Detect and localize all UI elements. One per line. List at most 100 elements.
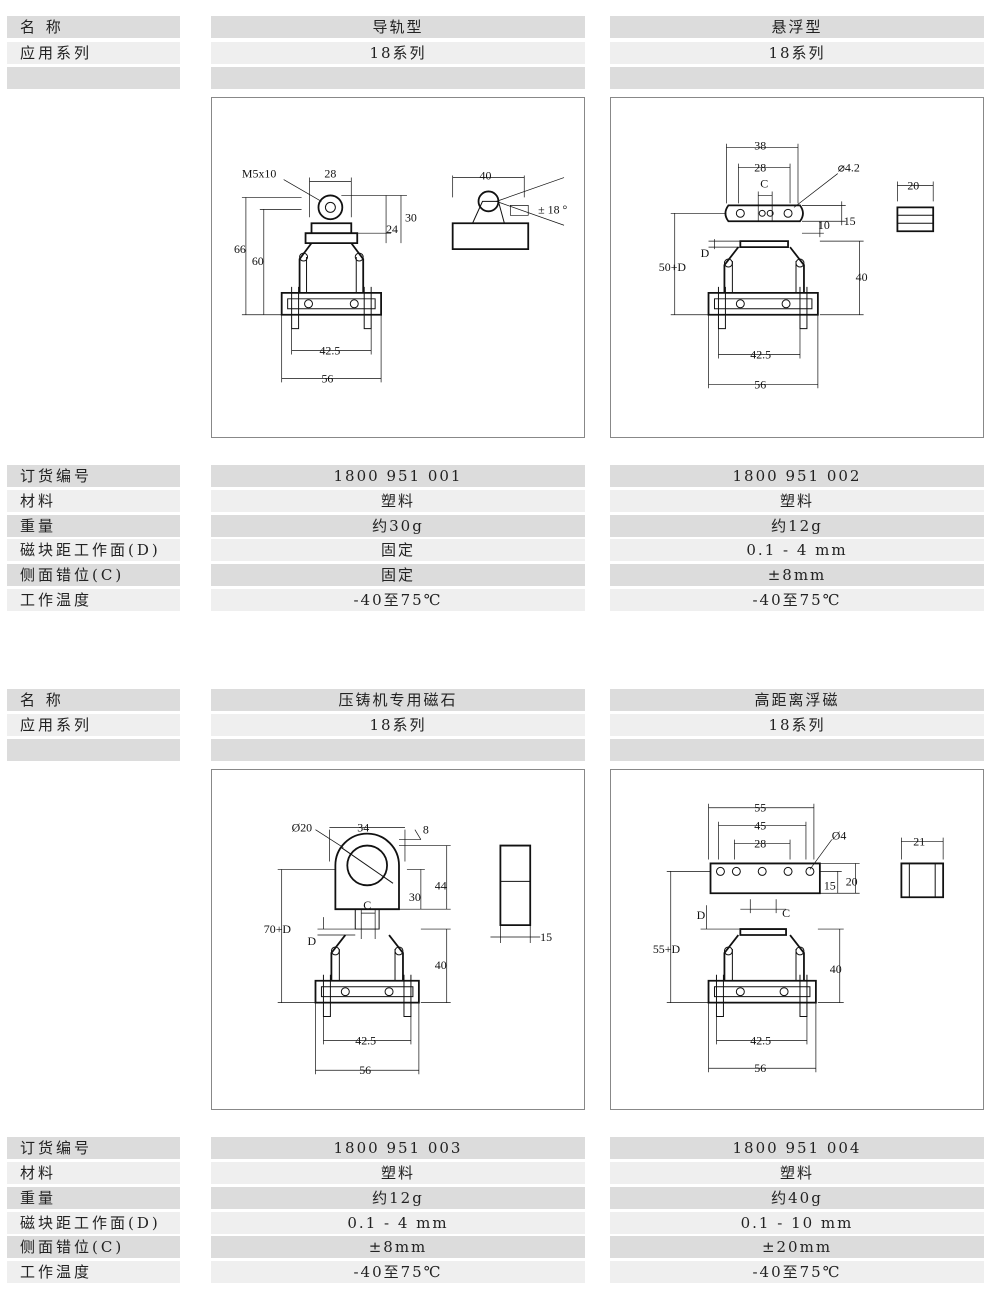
lateral-offset: ±20mm [610, 1236, 984, 1258]
product-name: 压铸机专用磁石 [211, 689, 585, 711]
dim-text: 55+D [653, 942, 681, 956]
dim-text: C [782, 906, 790, 920]
dim-text: 45 [754, 819, 766, 833]
dim-text: 56 [754, 1061, 766, 1075]
dim-text: 66 [234, 242, 246, 256]
dim-text: 28 [324, 167, 336, 181]
technical-drawing-die-casting: 34 Ø20 8 44 30 C D 70+D 40 42.5 56 1 [211, 769, 585, 1110]
distance: 0.1 - 4 mm [610, 539, 984, 561]
dim-text: Ø20 [292, 821, 313, 835]
product-name: 高距离浮磁 [610, 689, 984, 711]
dim-text: D [308, 934, 317, 948]
dim-text: 42.5 [319, 343, 340, 357]
dim-text: 40 [856, 270, 868, 284]
dim-text: 42.5 [750, 1033, 771, 1047]
dim-text: 10 [818, 218, 830, 232]
lateral-offset: 固定 [211, 564, 585, 586]
product-name: 导轨型 [211, 16, 585, 38]
lateral-offset: ±8mm [610, 564, 984, 586]
blank-row [610, 739, 984, 761]
dim-text: 70+D [264, 922, 292, 936]
material: 塑料 [211, 490, 585, 512]
label-distance: 磁块距工作面(D) [7, 539, 180, 561]
label-name: 名 称 [7, 689, 180, 711]
dim-text: 28 [754, 161, 766, 175]
label-series: 应用系列 [7, 714, 180, 736]
product-series: 18系列 [610, 714, 984, 736]
dim-text: ± 18 ° [538, 202, 567, 216]
order-number: 1800 951 004 [610, 1137, 984, 1159]
drawing-svg: 34 Ø20 8 44 30 C D 70+D 40 42.5 56 1 [264, 821, 552, 1078]
label-series: 应用系列 [7, 42, 180, 64]
temperature: -40至75℃ [610, 1261, 984, 1283]
dim-text: 42.5 [750, 347, 771, 361]
label-name: 名 称 [7, 16, 180, 38]
weight: 约12g [610, 515, 984, 537]
dim-text: 30 [409, 890, 421, 904]
label-order-number: 订货编号 [7, 465, 180, 487]
order-number: 1800 951 002 [610, 465, 984, 487]
product-series: 18系列 [211, 42, 585, 64]
material: 塑料 [610, 1162, 984, 1184]
technical-drawing-guide-rail: 28 M5x10 30 24 66 60 42.5 56 40 ± 18 ° [211, 97, 585, 438]
dim-text: 56 [321, 371, 333, 385]
dim-text: 21 [913, 835, 925, 849]
material: 塑料 [211, 1162, 585, 1184]
drawing-svg: 55 45 28 Ø4 20 15 C D 55+D 40 42.5 56 [653, 801, 945, 1075]
label-weight: 重量 [7, 1187, 180, 1209]
weight: 约12g [211, 1187, 585, 1209]
lateral-offset: ±8mm [211, 1236, 585, 1258]
label-distance: 磁块距工作面(D) [7, 1212, 180, 1234]
technical-drawing-high-distance: 55 45 28 Ø4 20 15 C D 55+D 40 42.5 56 [610, 769, 984, 1110]
drawing-svg: 28 M5x10 30 24 66 60 42.5 56 40 ± 18 ° [234, 167, 568, 386]
dim-text: D [701, 246, 710, 260]
product-series: 18系列 [211, 714, 585, 736]
dim-text: D [697, 908, 706, 922]
dim-text: 30 [405, 210, 417, 224]
dim-text: 28 [754, 837, 766, 851]
distance: 固定 [211, 539, 585, 561]
label-order-number: 订货编号 [7, 1137, 180, 1159]
distance: 0.1 - 4 mm [211, 1212, 585, 1234]
dim-text: ⌀4.2 [838, 161, 860, 175]
distance: 0.1 - 10 mm [610, 1212, 984, 1234]
dim-text: 38 [754, 139, 766, 153]
dim-text: 15 [540, 930, 552, 944]
label-material: 材料 [7, 1162, 180, 1184]
dim-text: 15 [824, 878, 836, 892]
dim-text: 34 [357, 821, 369, 835]
dim-text: 56 [359, 1063, 371, 1077]
label-temperature: 工作温度 [7, 1261, 180, 1283]
weight: 约40g [610, 1187, 984, 1209]
material: 塑料 [610, 490, 984, 512]
label-blank [7, 67, 180, 89]
dim-text: 20 [846, 874, 858, 888]
label-blank [7, 739, 180, 761]
dim-text: C [760, 176, 768, 190]
temperature: -40至75℃ [211, 589, 585, 611]
dim-text: M5x10 [242, 167, 276, 181]
label-lateral-offset: 侧面错位(C) [7, 564, 180, 586]
blank-row [610, 67, 984, 89]
label-weight: 重量 [7, 515, 180, 537]
drawing-svg: 38 28 C ⌀4.2 15 10 D 50+D 40 42.5 56 [659, 139, 935, 391]
dim-text: 15 [844, 214, 856, 228]
technical-drawing-suspension: 38 28 C ⌀4.2 15 10 D 50+D 40 42.5 56 [610, 97, 984, 438]
temperature: -40至75℃ [211, 1261, 585, 1283]
dim-text: 40 [830, 962, 842, 976]
dim-text: 50+D [659, 260, 687, 274]
blank-row [211, 739, 585, 761]
dim-text: C [363, 898, 371, 912]
dim-text: 8 [423, 823, 429, 837]
dim-text: 56 [754, 377, 766, 391]
product-series: 18系列 [610, 42, 984, 64]
order-number: 1800 951 001 [211, 465, 585, 487]
dim-text: 20 [907, 178, 919, 192]
dim-text: 40 [480, 169, 492, 183]
dim-text: 60 [252, 254, 264, 268]
dim-text: 40 [435, 958, 447, 972]
label-material: 材料 [7, 490, 180, 512]
product-name: 悬浮型 [610, 16, 984, 38]
dim-text: 55 [754, 801, 766, 815]
order-number: 1800 951 003 [211, 1137, 585, 1159]
